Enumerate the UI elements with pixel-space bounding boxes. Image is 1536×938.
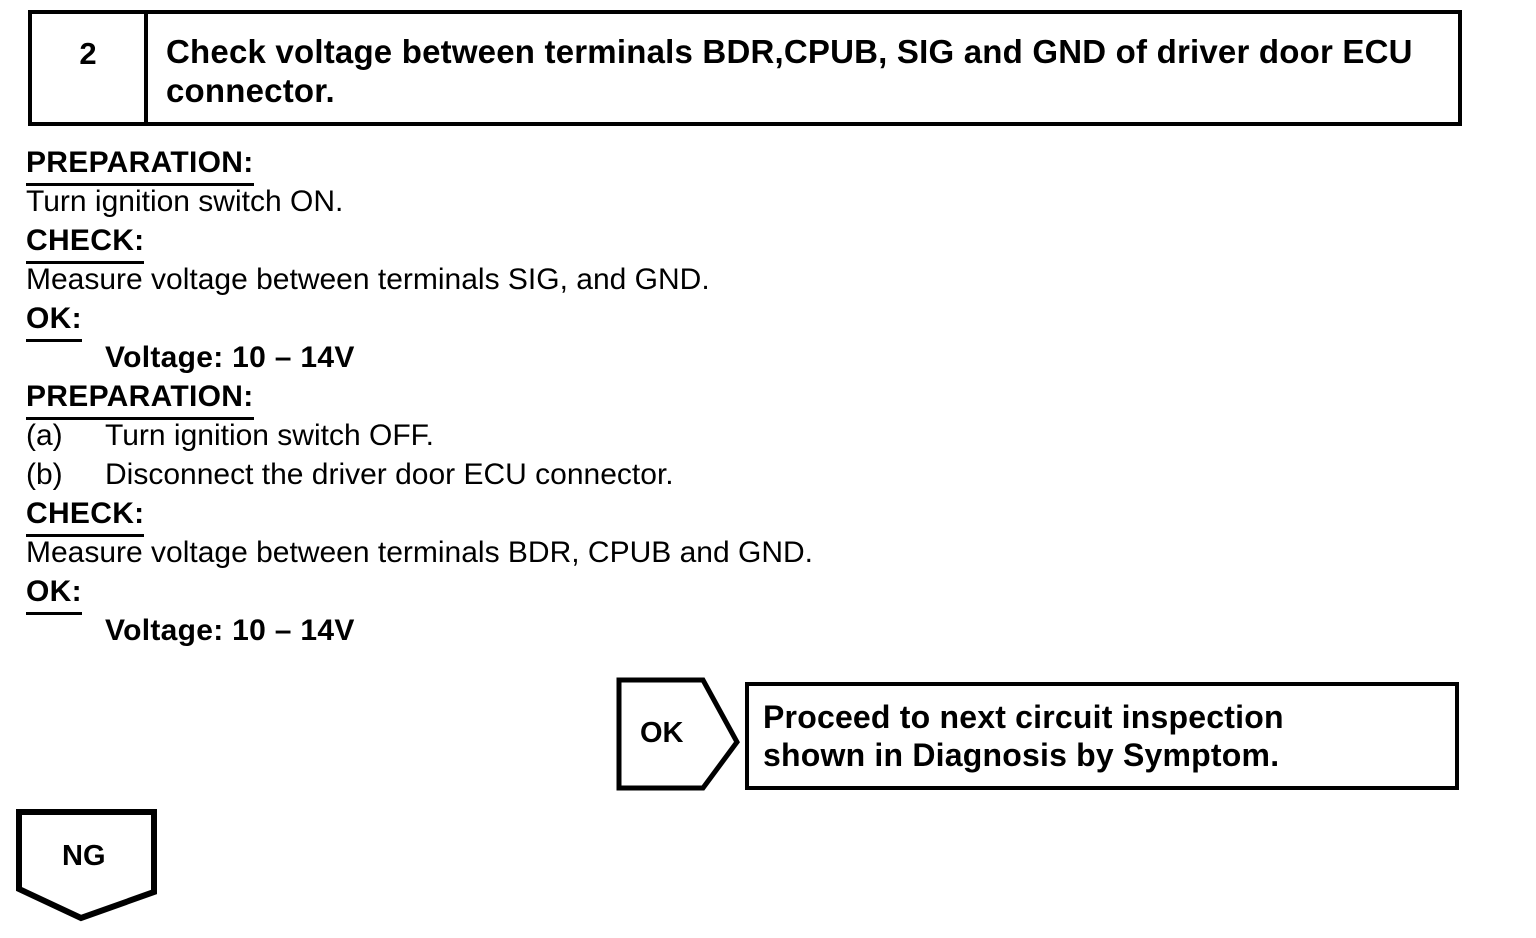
- voltage-spec-line-2: Voltage: 10 – 14V: [105, 614, 355, 647]
- voltage-spec-line-1: Voltage: 10 – 14V: [105, 341, 355, 374]
- section-label-text: CHECK:: [26, 497, 145, 537]
- procedure-block: PREPARATION: Turn ignition switch ON. CH…: [26, 146, 1506, 653]
- ok-result-box: Proceed to next circuit inspection shown…: [745, 682, 1459, 790]
- step-text: Disconnect the driver door ECU connector…: [105, 458, 674, 491]
- procedure-text-line: Measure voltage between terminals BDR, C…: [26, 536, 814, 569]
- step-marker: (b): [26, 458, 63, 491]
- ok-result-pentagon: OK: [616, 677, 740, 791]
- section-label-text: OK:: [26, 575, 82, 615]
- ok-result-text-line1: Proceed to next circuit inspection: [763, 699, 1284, 735]
- section-label-preparation-2: PREPARATION:: [26, 380, 1506, 420]
- step-marker: (a): [26, 419, 63, 452]
- ok-pentagon-shape-icon: [616, 677, 740, 791]
- section-label-check-2: CHECK:: [26, 497, 1506, 537]
- ok-result-text-line2: shown in Diagnosis by Symptom.: [763, 737, 1280, 773]
- section-label-ok-2: OK:: [26, 575, 1506, 615]
- step-number: 2: [32, 14, 148, 122]
- section-label-ok-1: OK:: [26, 302, 1506, 342]
- ng-badge-label: NG: [62, 840, 106, 872]
- procedure-text-line: Measure voltage between terminals SIG, a…: [26, 263, 710, 296]
- step-text: Turn ignition switch OFF.: [105, 419, 434, 452]
- procedure-text-line: Turn ignition switch ON.: [26, 185, 344, 218]
- section-label-text: OK:: [26, 302, 82, 342]
- section-label-preparation-1: PREPARATION:: [26, 146, 1506, 186]
- procedure-step-a: (a) Turn ignition switch OFF.: [26, 419, 1506, 458]
- step-title: Check voltage between terminals BDR,CPUB…: [166, 33, 1413, 109]
- step-header-box: 2 Check voltage between terminals BDR,CP…: [28, 10, 1462, 126]
- ok-badge-label: OK: [640, 717, 684, 749]
- section-label-text: PREPARATION:: [26, 146, 254, 186]
- section-label-check-1: CHECK:: [26, 224, 1506, 264]
- section-label-text: PREPARATION:: [26, 380, 254, 420]
- procedure-step-b: (b) Disconnect the driver door ECU connec…: [26, 458, 1506, 497]
- ng-result-pentagon: NG: [15, 808, 158, 924]
- section-label-text: CHECK:: [26, 224, 145, 264]
- ng-pentagon-shape-icon: [16, 809, 157, 922]
